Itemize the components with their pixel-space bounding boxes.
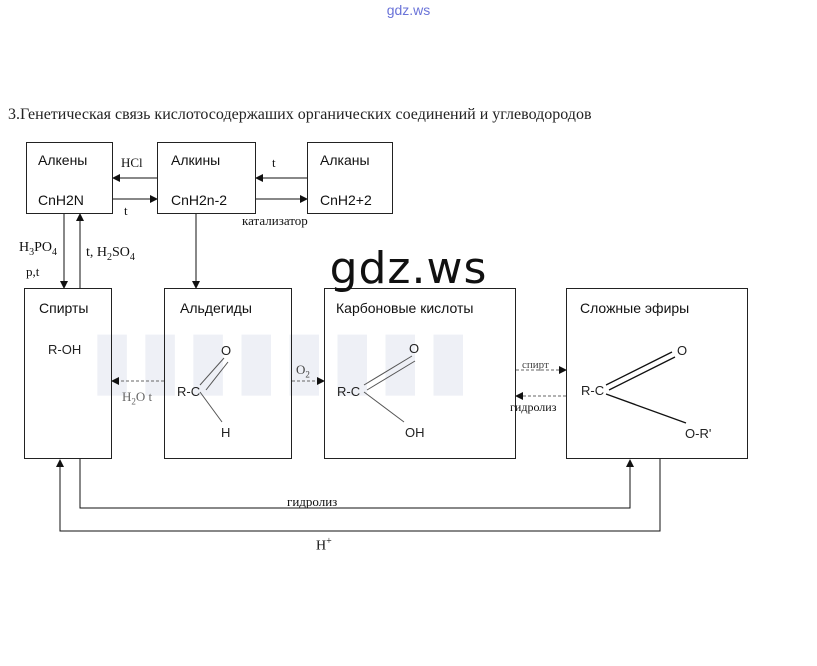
arrow-alcohols-to-esters-loop xyxy=(79,458,634,509)
label-hydrolysis-right: гидролиз xyxy=(510,400,557,414)
box-esters: Сложные эфиры R-C O O-R' xyxy=(566,288,748,459)
label-hydrolysis-bottom: гидролиз xyxy=(287,494,338,509)
label-pt: p,t xyxy=(26,264,40,279)
background-watermark: ▮▮▮▮▮▮▮▮ xyxy=(90,312,475,405)
label-alcohol: спирт xyxy=(522,359,549,371)
acid-group: R-C xyxy=(337,384,361,399)
label-t-left: t xyxy=(124,203,128,218)
box-alkanes-formula: CnH2+2 xyxy=(320,192,372,208)
box-alkynes-name: Алкины xyxy=(171,152,221,168)
label-t-top: t xyxy=(272,155,276,170)
diagram-heading: 3.Генетическая связь кислотосодержаших о… xyxy=(8,106,592,123)
ester-oxygen: O xyxy=(677,343,688,358)
label-h3po4: H3PO4 xyxy=(19,240,58,258)
aldehyde-oxygen: O xyxy=(221,343,232,358)
box-alcohols: Спирты R-OH xyxy=(24,288,112,459)
box-alcohols-name: Спирты xyxy=(39,300,89,316)
label-h-plus: H+ xyxy=(316,536,332,554)
box-alkenes-formula: CnH2N xyxy=(38,192,84,208)
label-h2so4: t, H2SO4 xyxy=(86,245,135,263)
box-alkanes-name: Алканы xyxy=(320,152,370,168)
aldehyde-group: R-C xyxy=(177,384,201,399)
aldehyde-hydrogen: H xyxy=(221,425,231,440)
box-alkenes-name: Алкены xyxy=(38,152,88,168)
arrow-esters-to-alcohols-loop xyxy=(56,458,661,532)
label-o2: O2 xyxy=(296,362,310,380)
box-alcohols-formula: R-OH xyxy=(48,342,82,357)
box-alkynes: Алкины CnH2n-2 xyxy=(157,142,256,214)
box-esters-name: Сложные эфиры xyxy=(580,300,690,316)
label-catalyst: катализатор xyxy=(242,213,308,228)
box-alkynes-formula: CnH2n-2 xyxy=(171,192,228,208)
label-h2o-t: H2O t xyxy=(122,389,153,407)
ester-or-group: O-R' xyxy=(685,426,712,441)
watermark-center: gdz.ws xyxy=(329,243,488,294)
box-alkenes: Алкены CnH2N xyxy=(26,142,113,214)
box-carboxylic-acids: Карбоновые кислоты R-C O OH xyxy=(324,288,516,459)
ester-group: R-C xyxy=(581,383,605,398)
label-hcl: HCl xyxy=(121,155,143,170)
box-acids-name: Карбоновые кислоты xyxy=(336,300,474,316)
watermark-top: gdz.ws xyxy=(386,2,431,18)
box-aldehydes-name: Альдегиды xyxy=(180,300,252,316)
box-aldehydes: Альдегиды R-C O H xyxy=(164,288,292,459)
box-alkanes: Алканы CnH2+2 xyxy=(307,142,393,214)
acid-oxygen: O xyxy=(409,341,420,356)
acid-hydroxyl: OH xyxy=(405,425,425,440)
